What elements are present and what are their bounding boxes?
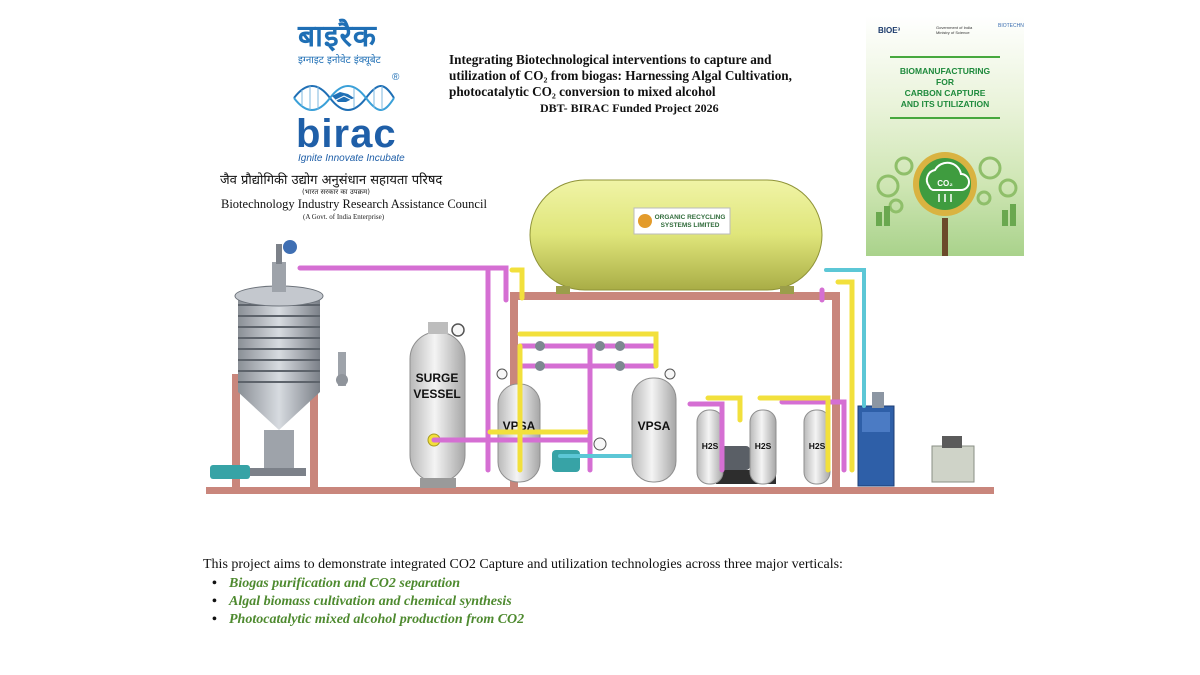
surge-vessel-label: SURGE — [416, 371, 459, 385]
list-item: • Biogas purification and CO2 separation — [212, 575, 524, 593]
bullet-icon: • — [212, 612, 217, 627]
compressor-icon — [552, 450, 580, 472]
project-subtitle: DBT- BIRAC Funded Project 2026 — [540, 101, 719, 115]
h2s-scrubber: H2S — [696, 409, 724, 485]
surge-vessel-label: VESSEL — [413, 387, 460, 401]
surge-vessel: SURGE VESSEL — [409, 322, 466, 488]
h2s-label: H2S — [809, 441, 826, 451]
birac-wordmark: birac — [296, 112, 397, 156]
bioe3-logo: BIOE³ — [878, 26, 901, 35]
h2s-label: H2S — [702, 441, 719, 451]
title-line: Integrating Biotechnological interventio… — [449, 52, 772, 67]
blower-icon — [720, 446, 750, 470]
biogas-storage-tank — [529, 179, 823, 291]
product-tank — [931, 445, 975, 483]
birac-logo-block: बाइरैक इग्नाइट इनोवेट इंक्यूबेट ® birac … — [200, 14, 490, 221]
dna-handshake-icon — [293, 85, 395, 111]
valve-icon — [535, 341, 625, 451]
vertical-label: Photocatalytic mixed alcohol production … — [229, 612, 525, 627]
birac-hindi-brand: बाइरैक — [298, 19, 377, 54]
tank-label: SYSTEMS LIMITED — [661, 222, 720, 229]
list-item: • Photocatalytic mixed alcohol production… — [212, 611, 524, 629]
vertical-label: Algal biomass cultivation and chemical s… — [229, 594, 512, 609]
registered-mark: ® — [392, 72, 400, 83]
dbt-logo: BIOTECHNOLOGY — [998, 23, 1024, 29]
brochure-title-line: BIOMANUFACTURING — [899, 66, 991, 76]
bullet-icon: • — [212, 576, 217, 591]
ors-logo-icon — [638, 214, 652, 228]
h2s-scrubber: H2S — [749, 409, 777, 485]
vpsa-column-right: VPSA — [631, 368, 677, 483]
birac-tagline: Ignite Innovate Incubate — [298, 153, 405, 164]
title-line: utilization of CO₂ from biogas: Harnessi… — [449, 68, 792, 83]
verticals-list: •Biogas purification and CO2 separation … — [212, 575, 524, 629]
pressure-gauge-icon — [451, 323, 465, 337]
brochure-title-line: AND ITS UTILIZATION — [900, 99, 990, 109]
co2-magnifier-illustration: CO₂ — [876, 152, 1018, 256]
plant-process-diagram: ORGANIC RECYCLING SYSTEMS LIMITED SURGE … — [206, 179, 994, 494]
brochure-title-line: FOR — [936, 77, 954, 87]
brochure-title-line: CARBON CAPTURE — [904, 88, 986, 98]
govt-enterprise-english: (A Govt. of India Enterprise) — [303, 213, 385, 221]
project-intro: This project aims to demonstrate integra… — [203, 557, 843, 572]
title-line: photocatalytic CO₂ conversion to mixed a… — [449, 84, 716, 99]
vpsa-label: VPSA — [638, 419, 671, 433]
govt-enterprise-hindi: (भारत सरकार का उपक्रम) — [302, 188, 370, 196]
motor-icon — [283, 240, 297, 254]
bullet-icon: • — [212, 594, 217, 609]
base-rail — [206, 487, 994, 494]
brochure-title: BIOMANUFACTURING FOR CARBON CAPTURE AND … — [880, 66, 1010, 110]
list-item: • Algal biomass cultivation and chemical … — [212, 593, 524, 611]
vertical-label: Biogas purification and CO2 separation — [229, 576, 461, 591]
council-name-hindi: जैव प्रौद्योगिकी उद्योग अनुसंधान सहायता … — [220, 173, 443, 188]
project-title: Integrating Biotechnological interventio… — [449, 52, 835, 100]
digester-reactor — [210, 240, 348, 488]
brochure-cover: BIOE³ Government of India Ministry of Sc… — [866, 16, 1024, 256]
h2s-label: H2S — [755, 441, 772, 451]
pump-icon — [210, 465, 250, 479]
council-name-english: Biotechnology Industry Research Assistan… — [221, 197, 487, 211]
divider — [890, 56, 1000, 58]
brochure-co2-badge: CO₂ — [937, 179, 953, 188]
birac-hindi-tagline: इग्नाइट इनोवेट इंक्यूबेट — [298, 55, 381, 66]
ministry-logo: Government of India Ministry of Science — [936, 25, 973, 35]
divider — [890, 117, 1000, 119]
tank-label: ORGANIC RECYCLING — [655, 214, 726, 221]
